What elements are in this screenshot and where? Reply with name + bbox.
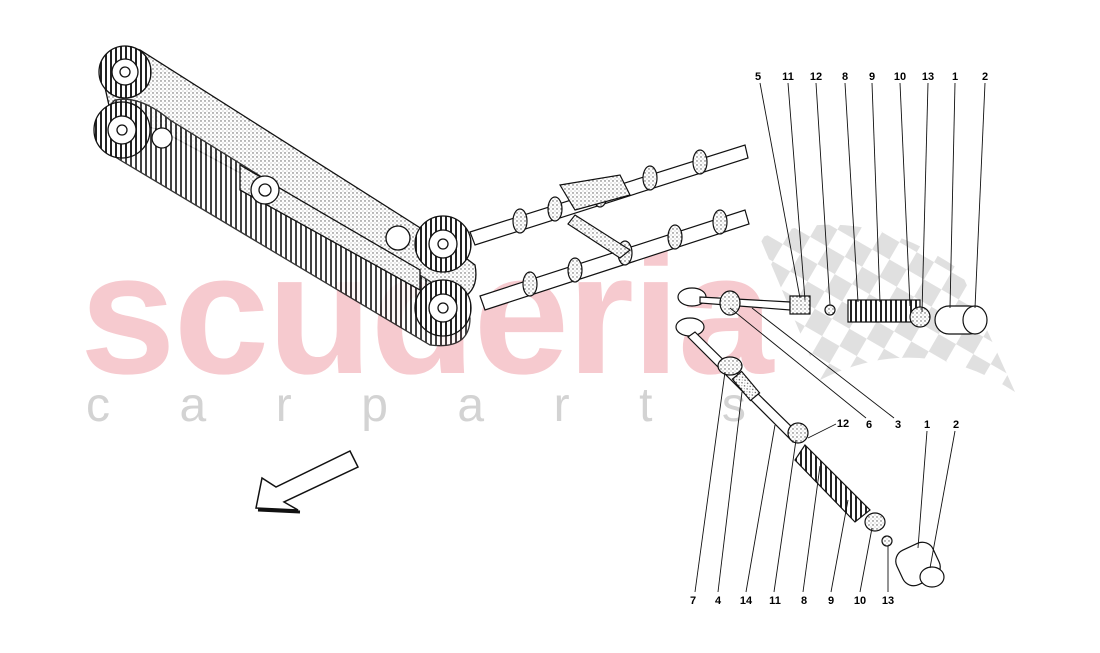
callout-upper-7: 13 [921,71,935,83]
callout-bottom-8: 13 [881,595,895,607]
callout-upper-4: 8 [841,71,849,83]
callout-bottom-1: 7 [689,595,697,607]
tagline-letter: r [275,379,292,432]
callout-bottom-5: 8 [800,595,808,607]
callout-mid-1: 6 [865,419,873,431]
callout-bottom-2: 4 [714,595,722,607]
callout-right-2: 1 [923,419,931,431]
tagline-letter: a [179,379,207,432]
callout-upper-2: 11 [782,71,794,83]
callout-right-1: 12 [836,418,850,430]
tagline-letter: r [553,379,570,432]
tagline-letter: a [457,379,485,432]
tagline-letter: p [361,379,388,432]
timing-belt-assembly [98,46,477,347]
leader-lines [694,82,986,593]
callout-upper-8: 1 [951,71,959,83]
callout-upper-5: 9 [868,71,876,83]
tagline-letter: t [639,379,653,432]
callout-upper-1: 5 [754,71,762,83]
callout-right-3: 2 [952,419,960,431]
callout-upper-9: 2 [981,71,989,83]
camshafts [469,144,750,311]
upper-valve-assembly [677,287,988,335]
callout-bottom-3: 14 [739,595,753,607]
callout-bottom-4: 11 [769,595,781,607]
callout-mid-2: 3 [894,419,902,431]
direction-arrow-icon [255,450,360,514]
lower-valve-assembly [675,317,945,588]
callout-upper-3: 12 [809,71,823,83]
pulleys [93,45,472,337]
tagline-letter: c [86,379,110,432]
callout-bottom-7: 10 [853,595,867,607]
callout-upper-6: 10 [893,71,907,83]
watermark-tagline: c a r p a r t s [86,382,746,430]
callout-bottom-6: 9 [827,595,835,607]
